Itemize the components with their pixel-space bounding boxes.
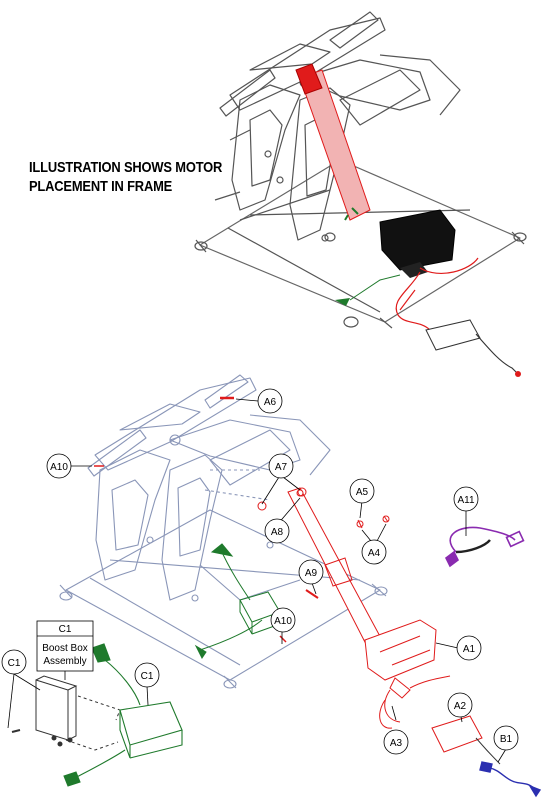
callout-A4-label: A4 — [368, 548, 381, 559]
callout-A2[interactable]: A2 — [447, 692, 473, 718]
legend-box-line-1: Boost Box — [42, 643, 88, 654]
callout-B1-label: B1 — [500, 734, 513, 745]
top-frame-illustration — [194, 11, 527, 329]
callout-A10-top[interactable]: A10 — [46, 453, 72, 479]
illustration-heading: ILLUSTRATION SHOWS MOTOR PLACEMENT IN FR… — [29, 158, 235, 196]
callout-A7-label: A7 — [275, 462, 288, 473]
bottom-frame-illustration — [59, 374, 388, 689]
callout-A3-label: A3 — [390, 738, 403, 749]
boost-box-legend: C1 Boost Box Assembly — [36, 620, 94, 672]
legend-box-code: C1 — [59, 624, 72, 635]
bottom-actuator — [94, 396, 501, 765]
boost-box-assembly-parts — [11, 675, 121, 751]
callout-C1-right[interactable]: C1 — [134, 662, 160, 688]
callout-A9[interactable]: A9 — [298, 559, 324, 585]
callout-A8-label: A8 — [271, 527, 284, 538]
heading-line-1: ILLUSTRATION SHOWS MOTOR — [29, 159, 223, 176]
callout-A7[interactable]: A7 — [268, 453, 294, 479]
callout-A2-label: A2 — [454, 701, 467, 712]
callout-A1[interactable]: A1 — [456, 635, 482, 661]
callout-A5-label: A5 — [356, 487, 369, 498]
heading-line-2: PLACEMENT IN FRAME — [29, 178, 173, 195]
callout-A11-label: A11 — [457, 495, 474, 506]
callout-C1-right-label: C1 — [141, 671, 154, 682]
callout-A1-label: A1 — [463, 644, 476, 655]
callout-A5[interactable]: A5 — [349, 478, 375, 504]
callout-A10-top-label: A10 — [50, 462, 68, 473]
callout-A3[interactable]: A3 — [383, 729, 409, 755]
bottom-boost-box-in-frame — [194, 543, 281, 659]
callout-A10-bottom-label: A10 — [274, 616, 292, 627]
callout-A6-label: A6 — [264, 397, 277, 408]
b1-blue-cord — [479, 761, 542, 798]
callout-A9-label: A9 — [305, 568, 318, 579]
callout-C1-left-label: C1 — [8, 658, 21, 669]
callout-A8[interactable]: A8 — [264, 518, 290, 544]
callout-A4[interactable]: A4 — [361, 539, 387, 565]
callout-B1[interactable]: B1 — [493, 725, 519, 751]
callout-C1-left[interactable]: C1 — [1, 649, 27, 675]
callout-A10-bottom[interactable]: A10 — [270, 607, 296, 633]
legend-box-line-2: Assembly — [43, 656, 86, 667]
callout-A6[interactable]: A6 — [257, 388, 283, 414]
callout-A11[interactable]: A11 — [453, 486, 479, 512]
top-motor-assembly — [295, 63, 521, 377]
a11-purple-cable — [444, 526, 525, 568]
boost-box-green — [63, 643, 183, 787]
